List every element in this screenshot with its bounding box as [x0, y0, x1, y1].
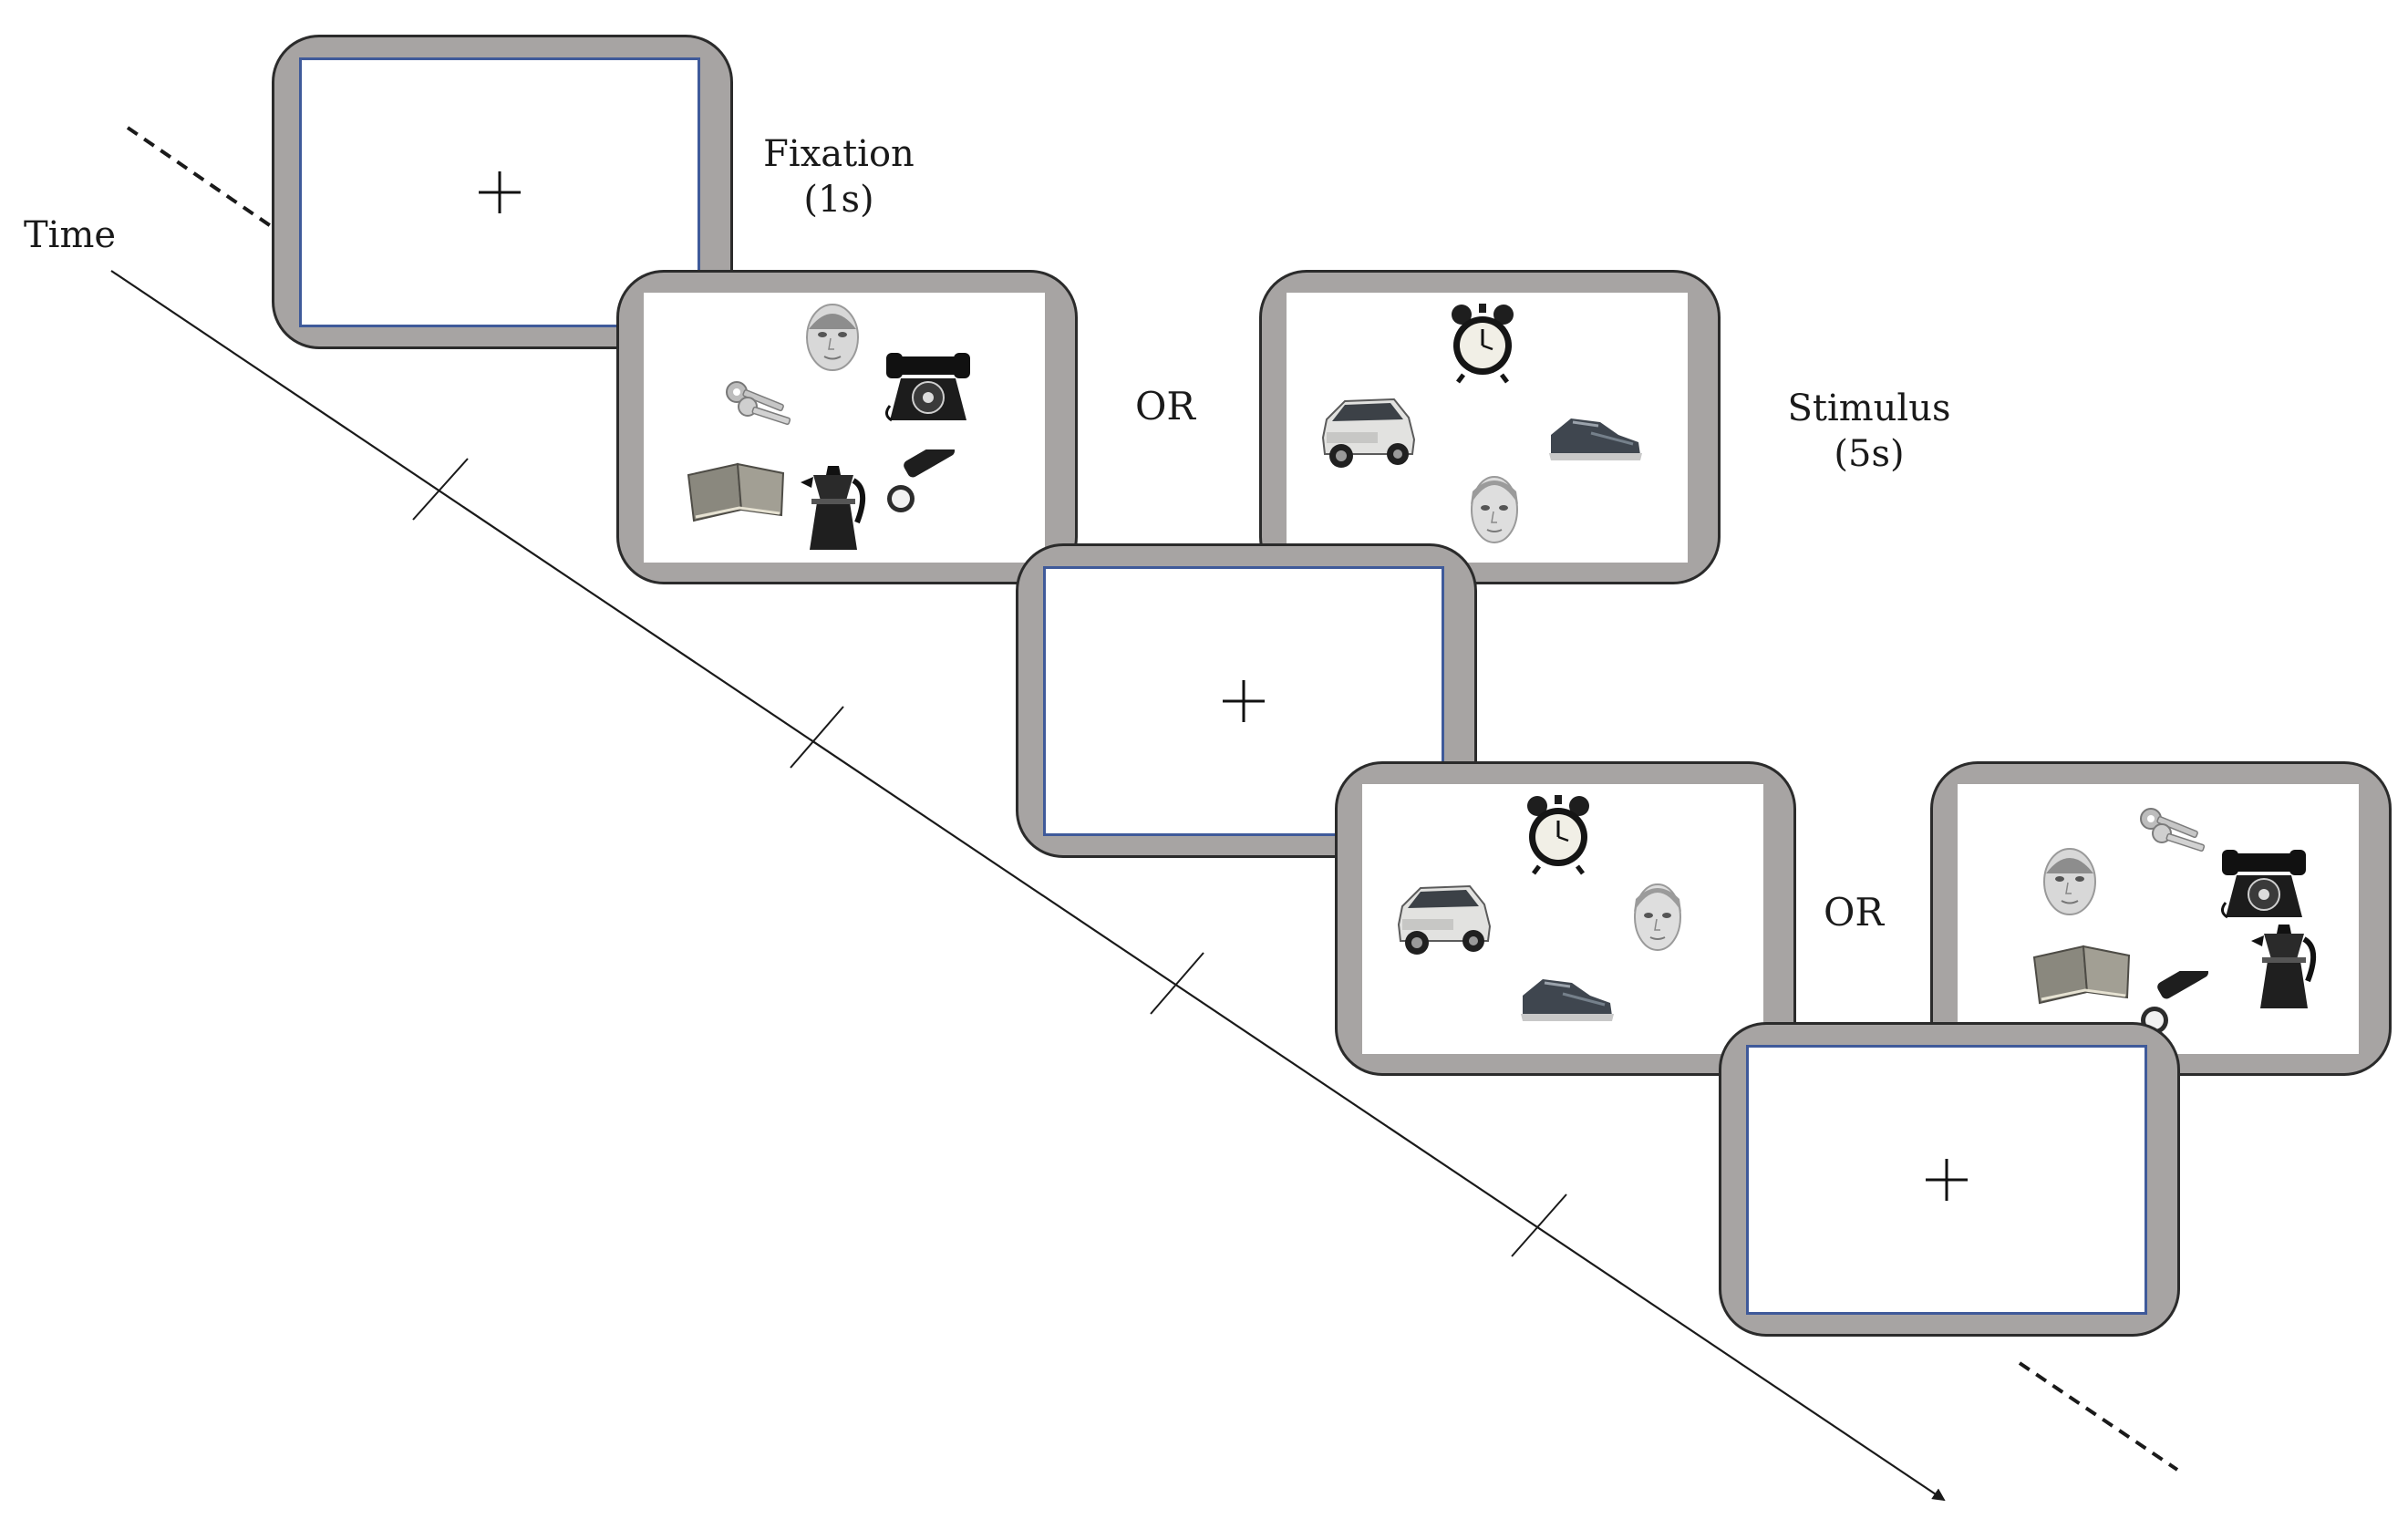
telephone-icon: [2221, 850, 2306, 919]
time-axis-tick: [1150, 952, 1204, 1015]
fixation-screen-3: [1719, 1022, 2180, 1337]
shoe-icon: [1521, 979, 1614, 1021]
book-icon: [687, 462, 785, 522]
fixation-cross-icon: [1223, 680, 1265, 722]
alarm-clock-icon: [1452, 304, 1514, 384]
face-icon: [806, 304, 859, 371]
fixation-cross-icon: [479, 171, 521, 213]
stimulus-screen-a-2: [1930, 761, 2392, 1076]
or-label-second: OR: [1824, 890, 1885, 935]
stimulus-label: Stimulus (5s): [1778, 386, 1960, 477]
telephone-icon: [885, 353, 970, 422]
car-icon: [1321, 398, 1416, 468]
alarm-clock-icon: [1527, 795, 1589, 875]
stimulus-screen-b-1: [1259, 270, 1721, 584]
stimulus-display-a: [1958, 784, 2359, 1054]
fixation-cross-icon: [1926, 1159, 1968, 1201]
continuation-dashes-start: [126, 126, 275, 230]
face-icon: [1634, 883, 1681, 951]
time-axis-tick: [412, 458, 469, 521]
fixation-label: Fixation (1s): [757, 131, 921, 222]
fixation-duration: (1s): [803, 179, 874, 221]
time-axis-label: Time: [24, 214, 117, 256]
time-axis-line: [110, 270, 1946, 1502]
book-icon: [2032, 945, 2131, 1005]
car-icon: [1397, 884, 1492, 955]
or-label-first: OR: [1135, 384, 1196, 429]
time-axis-tick: [790, 706, 844, 769]
time-axis-tick: [1511, 1193, 1567, 1257]
stimulus-screen-b-2: [1335, 761, 1796, 1076]
face-icon: [2043, 848, 2096, 915]
stimulus-name: Stimulus: [1787, 387, 1951, 429]
continuation-dashes-end: [2018, 1361, 2179, 1472]
keys-icon: [726, 381, 791, 426]
flashlight-icon: [887, 449, 956, 512]
stimulus-duration: (5s): [1834, 433, 1905, 475]
fixation-display: [1746, 1045, 2147, 1315]
shoe-icon: [1549, 418, 1642, 460]
stimulus-display-b: [1287, 293, 1688, 563]
face-icon: [1471, 476, 1518, 543]
coffee-pot-icon: [801, 466, 865, 550]
stimulus-display-a: [644, 293, 1045, 563]
coffee-pot-icon: [2251, 925, 2316, 1008]
keys-icon: [2140, 808, 2206, 852]
fixation-name: Fixation: [763, 133, 915, 175]
stimulus-screen-a-1: [616, 270, 1078, 584]
stimulus-display-b: [1362, 784, 1763, 1054]
